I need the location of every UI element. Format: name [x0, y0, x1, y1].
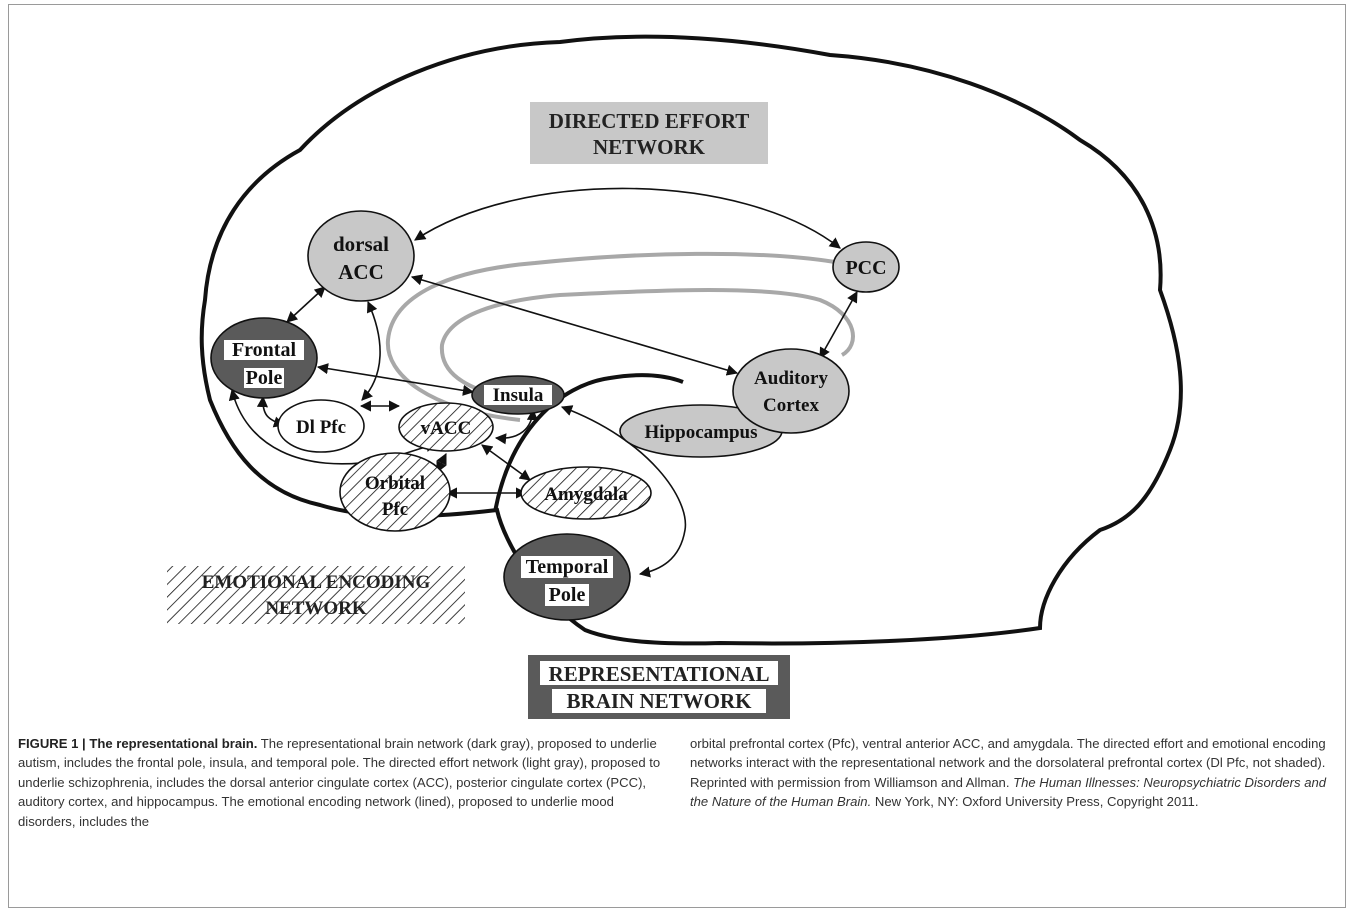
- caption-column-right: orbital prefrontal cortex (Pfc), ventral…: [690, 734, 1338, 831]
- arrow-dorsalacc-auditory: [410, 274, 739, 376]
- emotional-encoding-network-label: EMOTIONAL ENCODING NETWORK: [167, 566, 465, 624]
- svg-text:REPRESENTATIONAL: REPRESENTATIONAL: [549, 662, 770, 686]
- caption-text-right-a: orbital prefrontal cortex (Pfc), ventral…: [690, 736, 1326, 790]
- svg-text:vACC: vACC: [421, 418, 472, 439]
- figure-caption: FIGURE 1 | The representational brain. T…: [18, 734, 1338, 831]
- node-auditory-cortex: Auditory Cortex: [732, 348, 850, 434]
- svg-text:Pole: Pole: [549, 584, 586, 606]
- caption-book-title: The Human Illnesses: Neuropsychiatric Di…: [690, 774, 1327, 810]
- svg-text:Amygdala: Amygdala: [544, 484, 628, 505]
- node-amygdala: Amygdala: [520, 466, 652, 520]
- svg-text:Orbital: Orbital: [365, 473, 425, 494]
- svg-text:PCC: PCC: [845, 257, 886, 279]
- node-insula: Insula: [471, 375, 565, 415]
- node-frontal-pole: Frontal Pole: [210, 317, 318, 399]
- svg-text:Dl Pfc: Dl Pfc: [296, 417, 346, 438]
- representational-network-label: REPRESENTATIONAL BRAIN NETWORK: [528, 655, 790, 719]
- svg-text:NETWORK: NETWORK: [593, 135, 706, 159]
- arrow-pcc-auditory: [819, 291, 858, 359]
- svg-text:ACC: ACC: [338, 260, 384, 284]
- caption-column-left: FIGURE 1 | The representational brain. T…: [18, 734, 666, 831]
- svg-text:Temporal: Temporal: [526, 556, 609, 578]
- svg-text:DIRECTED EFFORT: DIRECTED EFFORT: [549, 109, 750, 133]
- caption-text-left: The representational brain network (dark…: [18, 736, 661, 829]
- node-temporal-pole: Temporal Pole: [503, 533, 631, 621]
- directed-effort-network-label: DIRECTED EFFORT NETWORK: [530, 102, 768, 164]
- node-orbital-pfc: Orbital Pfc: [339, 452, 451, 532]
- arrow-frontal-vacc: [228, 388, 438, 465]
- node-hippocampus: Hippocampus: [619, 404, 783, 458]
- svg-text:Pole: Pole: [246, 367, 283, 389]
- svg-text:Cortex: Cortex: [763, 395, 819, 416]
- caption-text-right-b: New York, NY: Oxford University Press, C…: [871, 794, 1199, 810]
- arrow-vacc-insula: [494, 408, 539, 445]
- node-dorsal-acc: dorsal ACC: [307, 210, 415, 302]
- brain-network-diagram: DIRECTED EFFORT NETWORK EMOTIONAL ENCODI…: [167, 34, 1183, 719]
- arrow-frontal-dorsalacc: [286, 286, 326, 323]
- svg-text:dorsal: dorsal: [333, 232, 389, 256]
- svg-text:EMOTIONAL ENCODING: EMOTIONAL ENCODING: [202, 572, 431, 593]
- arrow-dorsalacc-pcc: [414, 187, 841, 249]
- figure-label: FIGURE 1 | The representational brain.: [18, 736, 258, 751]
- arrow-dorsalacc-vacc: [361, 300, 381, 401]
- node-dl-pfc: Dl Pfc: [277, 399, 365, 453]
- svg-text:Frontal: Frontal: [232, 339, 297, 361]
- node-pcc: PCC: [832, 241, 900, 293]
- node-vacc: vACC: [398, 402, 494, 452]
- arrow-vacc-amygdala: [481, 444, 531, 481]
- svg-text:NETWORK: NETWORK: [265, 598, 367, 619]
- svg-text:Insula: Insula: [493, 385, 544, 406]
- svg-text:Hippocampus: Hippocampus: [645, 422, 758, 443]
- svg-text:BRAIN NETWORK: BRAIN NETWORK: [567, 689, 753, 713]
- arrow-insula-temporal: [560, 405, 687, 578]
- svg-text:Pfc: Pfc: [382, 499, 408, 520]
- arrow-frontal-insula: [316, 363, 475, 396]
- svg-text:Auditory: Auditory: [754, 368, 828, 389]
- connection-arrows: [228, 187, 858, 578]
